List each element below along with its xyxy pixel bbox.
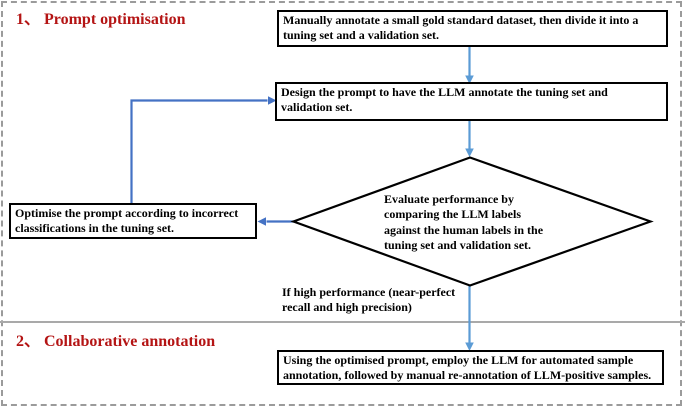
section-divider-line <box>0 321 685 323</box>
arrow-design-to-evaluate <box>465 120 474 157</box>
condition-high-performance-label: If high performance (near-perfect recall… <box>282 285 456 314</box>
arrow-evaluate-to-optimise <box>257 217 295 226</box>
step-optimise-prompt-box: Optimise the prompt according to incorre… <box>9 203 257 239</box>
section-2-title: 2、 Collaborative annotation <box>16 333 216 350</box>
step-annotate-gold-box: Manually annotate a small gold standard … <box>277 10 668 47</box>
arrow-evaluate-to-collaborative <box>465 286 474 351</box>
arrow-annotate-to-design <box>465 46 474 84</box>
step-design-prompt-box: Design the prompt to have the LLM annota… <box>275 82 668 121</box>
decision-evaluate-text: Evaluate performance by comparing the LL… <box>384 192 544 252</box>
decision-evaluate-diamond <box>290 156 654 287</box>
section-1-title: 1、 Prompt optimisation <box>16 11 186 28</box>
step-collaborative-annotation-box: Using the optimised prompt, employ the L… <box>277 350 664 385</box>
arrow-optimise-to-design <box>130 96 277 204</box>
